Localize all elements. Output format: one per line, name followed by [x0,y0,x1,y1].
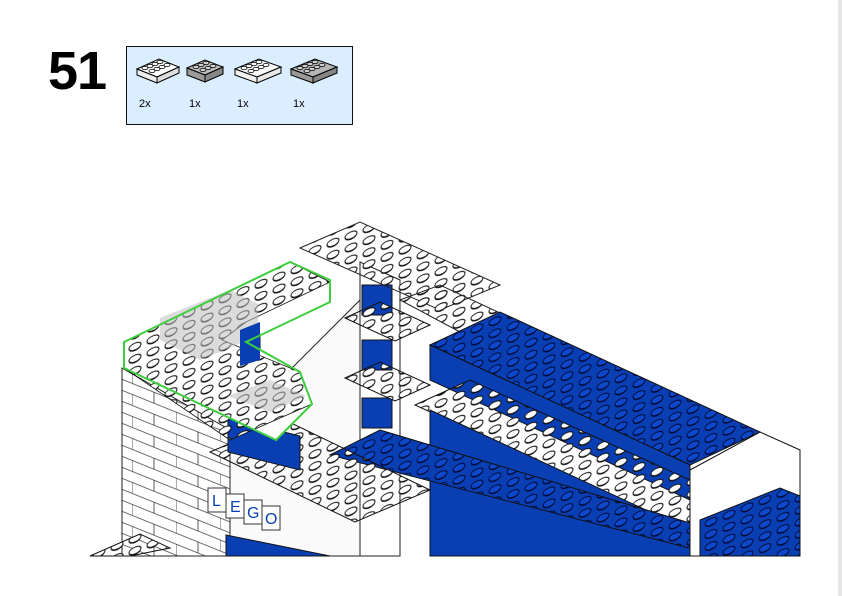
part-1: 2x [135,55,181,110]
parts-list-callout: 2x 1x 1x [126,46,353,125]
lego-label: L E G O [207,487,281,531]
label-letter: G [247,505,259,522]
part-4: 1x [289,55,339,110]
part-qty: 1x [189,98,201,110]
blue-rows [328,311,801,557]
part-qty: 1x [293,98,305,110]
page-edge [838,0,842,596]
part-qty: 1x [237,98,249,110]
brick-2x3-grey-icon [185,59,225,83]
part-qty: 2x [139,98,151,110]
part-2: 1x [185,55,227,110]
new-bricks [123,260,331,442]
part-3: 1x [233,55,283,110]
brick-2x4-white-icon [135,58,181,84]
top-ledge [298,221,502,311]
label-letter: O [265,511,277,528]
step-number: 51 [48,41,107,101]
highlight-outline [123,260,331,442]
label-letter: E [230,499,241,516]
label-letter: L [212,493,221,510]
brick-2x4-clear-icon [233,58,283,84]
brick-2x4-grey-icon [289,58,339,84]
